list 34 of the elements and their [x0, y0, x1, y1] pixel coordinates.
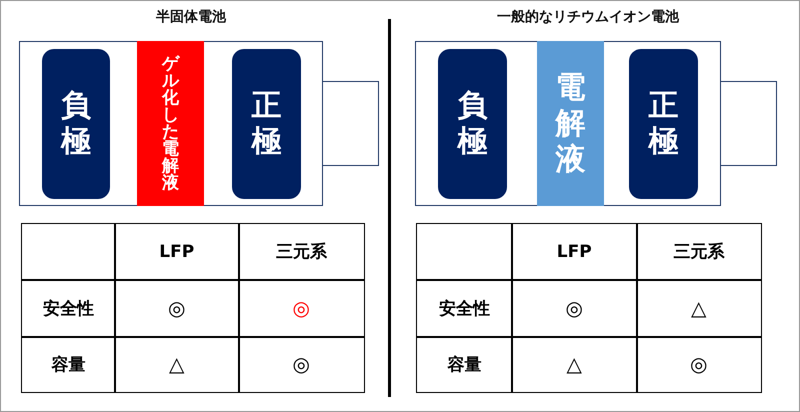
rating-symbol: ◎ — [238, 336, 364, 392]
rating-symbol: ◎ — [636, 336, 762, 392]
battery-terminal — [323, 81, 379, 166]
battery-title: 半固体電池 — [156, 8, 226, 26]
electrolyte-label: 電解液 — [554, 70, 586, 178]
column-header: LFP — [114, 223, 240, 280]
electrolyte-label: ゲル化した電解液 — [162, 56, 180, 192]
rating-symbol: △ — [511, 336, 638, 392]
electrode-label: 負極 — [456, 88, 488, 160]
row-header: 容量 — [21, 336, 116, 392]
column-header: 三元系 — [636, 223, 762, 280]
electrode-label: 負極 — [60, 88, 92, 160]
negative-electrode — [42, 49, 110, 199]
electrolyte-band — [137, 41, 204, 206]
column-header: 三元系 — [238, 223, 364, 280]
positive-electrode — [232, 49, 301, 199]
rating-symbol: △ — [636, 279, 762, 338]
rating-symbol: ◎ — [511, 279, 638, 338]
row-header: 安全性 — [416, 279, 512, 338]
rating-symbol: ◎ — [114, 279, 240, 338]
battery-body — [19, 41, 323, 206]
battery-title: 一般的なリチウムイオン電池 — [497, 8, 679, 26]
rating-symbol: ◎ — [238, 279, 364, 338]
rating-symbol: △ — [114, 336, 240, 392]
battery-terminal — [721, 81, 777, 166]
column-header: LFP — [511, 223, 638, 280]
row-header: 容量 — [416, 336, 512, 392]
electrode-label: 正極 — [250, 88, 282, 160]
electrode-label: 正極 — [648, 88, 680, 160]
electrolyte-band — [537, 41, 604, 206]
row-header: 安全性 — [21, 279, 116, 338]
negative-electrode — [438, 49, 507, 199]
positive-electrode — [629, 49, 698, 199]
battery-body — [415, 41, 721, 206]
